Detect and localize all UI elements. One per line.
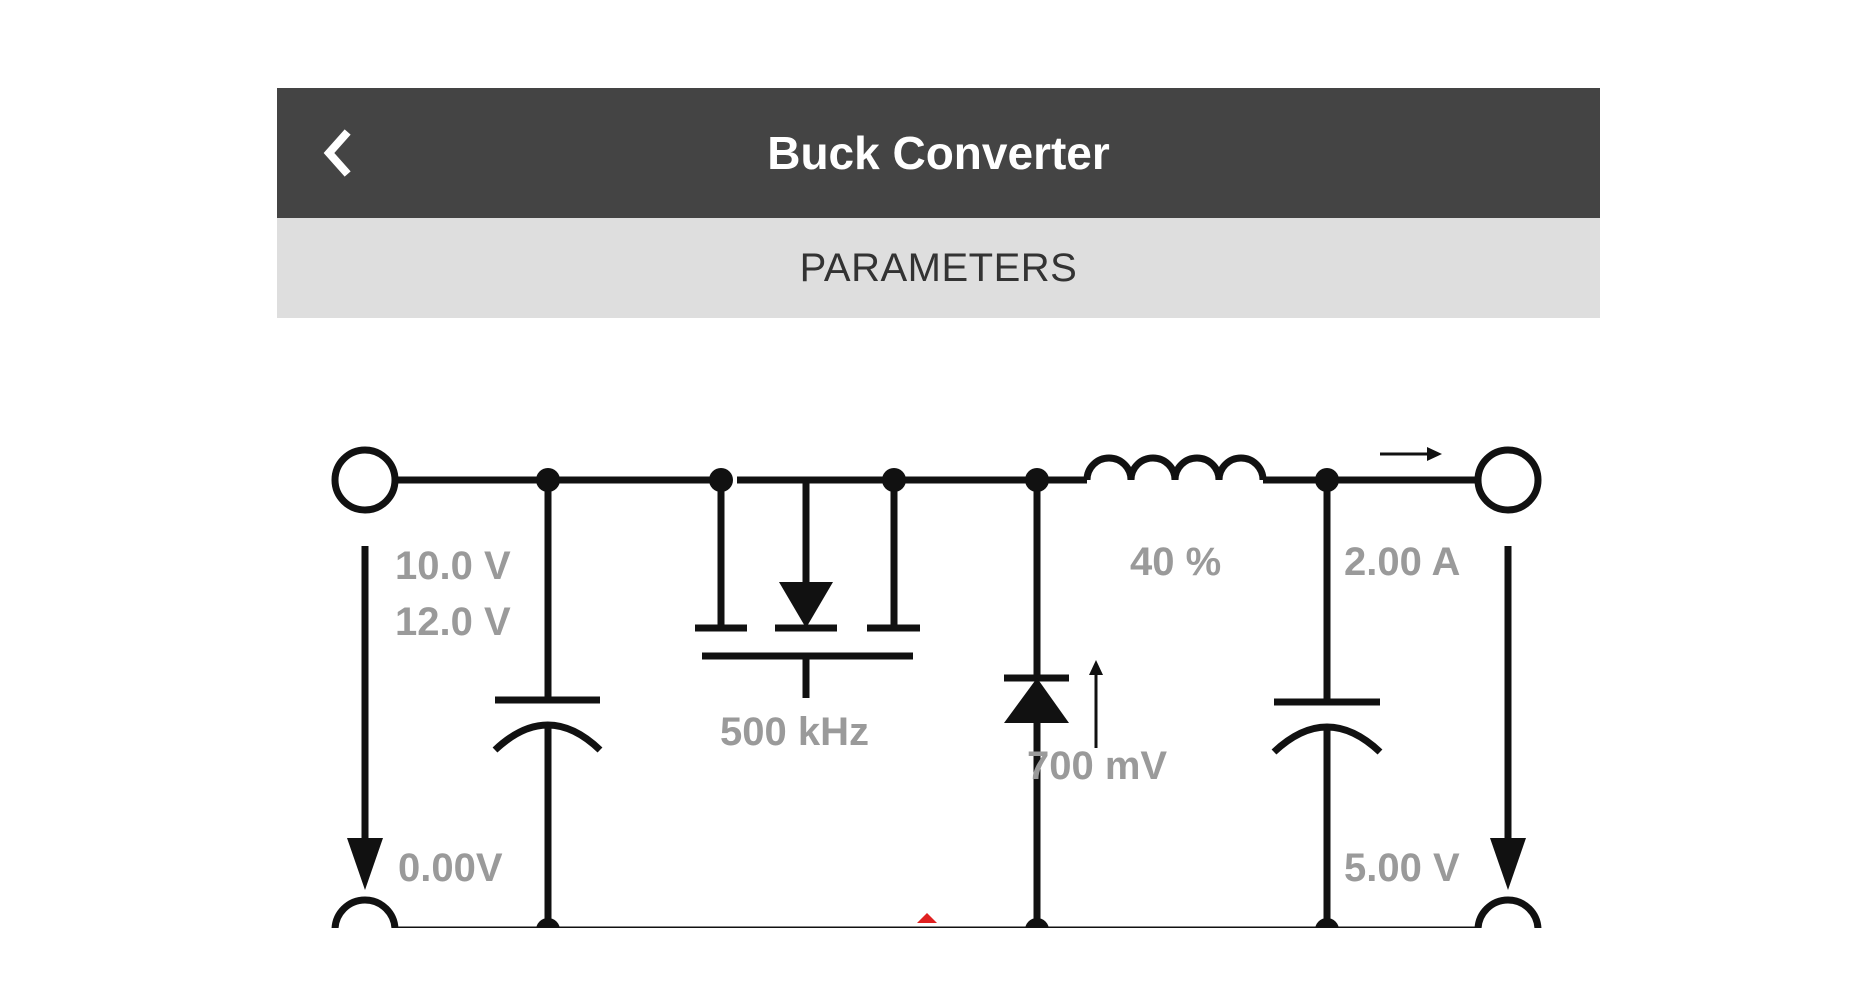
page-title: Buck Converter [767,127,1110,179]
inductor-ripple-value[interactable]: 40 % [1130,540,1222,584]
mosfet-body-arrow [779,582,833,628]
circuit-diagram: 10.0 V 12.0 V 0.00V 500 kHz 700 mV 40 % … [277,318,1600,928]
junction-dot [1315,918,1339,928]
input-voltage-min-value[interactable]: 10.0 V [395,544,511,588]
parameters-label: PARAMETERS [799,246,1078,290]
chevron-left-icon [323,129,351,177]
input-positive-terminal [331,446,399,514]
junction-dot [709,468,733,492]
output-voltage-arrowhead [1490,838,1526,890]
output-negative-terminal [1474,896,1542,928]
input-voltage-arrowhead [347,838,383,890]
input-negative-terminal [331,896,399,928]
output-positive-terminal [1474,446,1542,514]
diode-triangle [1004,678,1069,723]
circuit-schematic [331,446,1542,928]
junction-dot [1315,468,1339,492]
junction-dot [536,468,560,492]
junction-dot [1025,918,1049,928]
junction-dot [882,468,906,492]
buck-converter-app: Buck Converter PARAMETERS [277,88,1600,928]
output-current-value[interactable]: 2.00 A [1344,540,1461,584]
title-bar: Buck Converter [277,88,1600,218]
output-voltage-value[interactable]: 5.00 V [1344,846,1460,890]
input-voltage-max-value[interactable]: 12.0 V [395,600,511,644]
output-current-arrowhead [1427,447,1442,461]
switching-frequency-value[interactable]: 500 kHz [720,710,869,754]
diode-voltage-arrowhead [1089,660,1103,675]
parameters-tab[interactable]: PARAMETERS [277,218,1600,318]
back-button[interactable] [305,121,369,185]
junction-dot [536,918,560,928]
inductor-coil [1083,454,1267,481]
input-ripple-value[interactable]: 0.00V [398,846,503,890]
diode-forward-voltage-value[interactable]: 700 mV [1027,744,1168,788]
scroll-marker [917,913,937,923]
junction-dot [1025,468,1049,492]
